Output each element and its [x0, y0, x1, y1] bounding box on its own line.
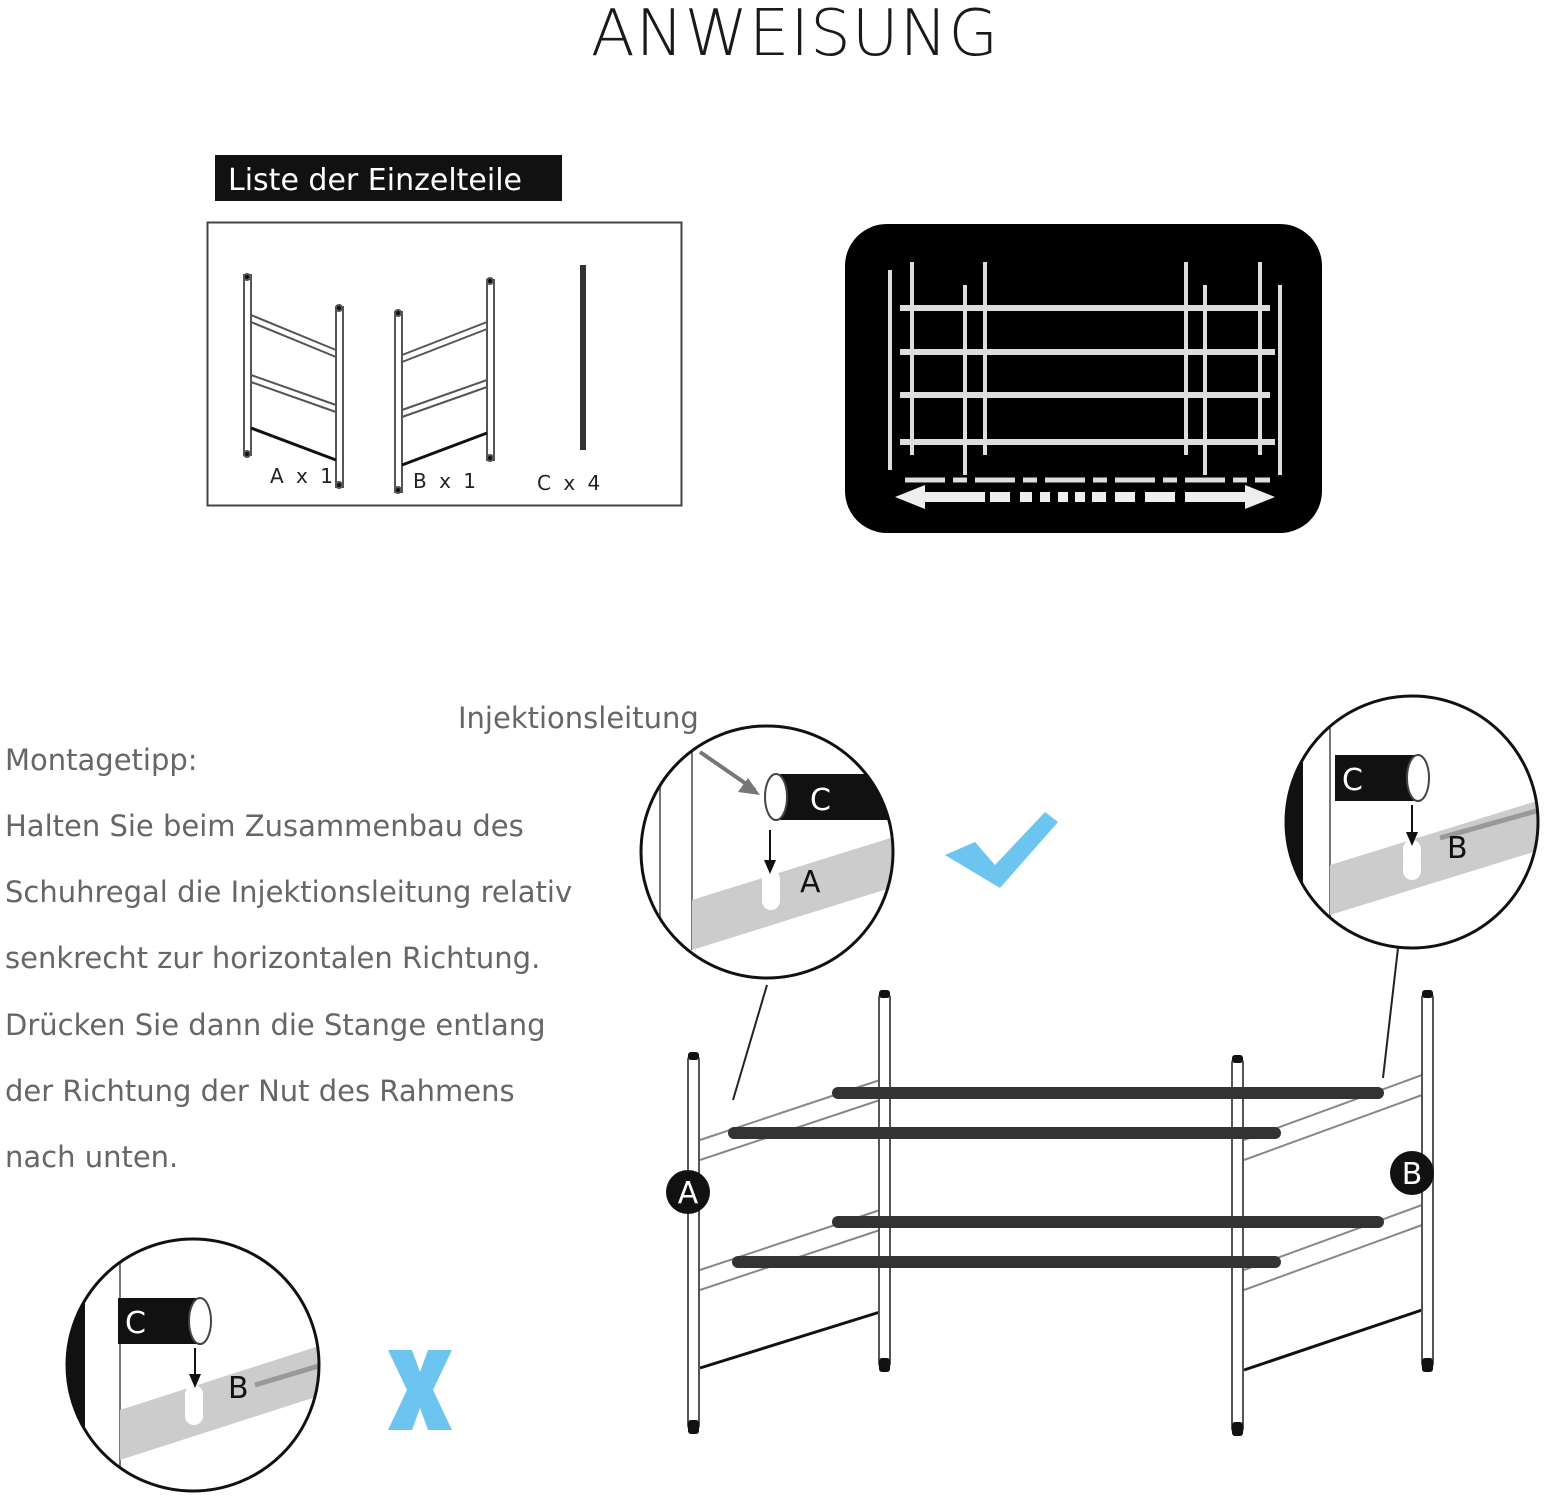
rod-c-label: C	[1342, 763, 1363, 798]
parts-list-heading-bg	[215, 155, 562, 201]
rod-c-label: C	[810, 783, 831, 818]
shelf-assembly: A B	[666, 990, 1434, 1436]
frame-a-badge	[666, 1170, 710, 1214]
frame-a-part	[243, 273, 344, 489]
frame-b-label: B	[228, 1371, 249, 1406]
page-title: ANWEISUNG	[591, 0, 999, 71]
part-c-label: C x 4	[537, 471, 603, 495]
frame-a-label: A	[800, 865, 821, 900]
part-b-label: B x 1	[413, 469, 479, 493]
rod-c-label: C	[125, 1306, 146, 1341]
tip-line: Halten Sie beim Zusammenbau des	[5, 809, 524, 843]
frame-b-label: B	[1447, 831, 1468, 866]
shelf-rods	[728, 1087, 1384, 1268]
tip-line: Drücken Sie dann die Stange entlang	[5, 1008, 546, 1042]
callout-label: Injektionsleitung	[458, 701, 699, 735]
x-icon	[388, 1350, 452, 1430]
frame-a-badge-label: A	[678, 1176, 699, 1211]
assembly-tip: Montagetipp: Halten Sie beim Zusammenbau…	[5, 743, 572, 1174]
frame-b-badge-label: B	[1402, 1157, 1423, 1192]
parts-list: Liste der Einzelteile A x 1 B x 1 C x 4	[206, 155, 683, 507]
frame-b-part	[394, 277, 495, 494]
tip-line: senkrecht zur horizontalen Richtung.	[5, 941, 540, 975]
frame-b-badge	[1390, 1151, 1434, 1195]
extended-shelf-preview	[845, 224, 1322, 533]
check-icon	[945, 812, 1058, 888]
detail-correct-b: C B	[1284, 694, 1540, 1079]
parts-list-heading: Liste der Einzelteile	[228, 163, 522, 198]
part-a-label: A x 1	[270, 464, 336, 488]
tip-line: nach unten.	[5, 1140, 178, 1174]
parts-box	[206, 221, 683, 507]
rod-c-part	[580, 265, 586, 450]
detail-wrong: C B	[65, 1237, 321, 1493]
detail-correct-a: C A	[639, 724, 895, 1101]
tip-line: der Richtung der Nut des Rahmens	[5, 1074, 515, 1108]
tip-heading: Montagetipp:	[5, 743, 198, 777]
tip-line: Schuhregal die Injektionsleitung relativ	[5, 875, 572, 909]
